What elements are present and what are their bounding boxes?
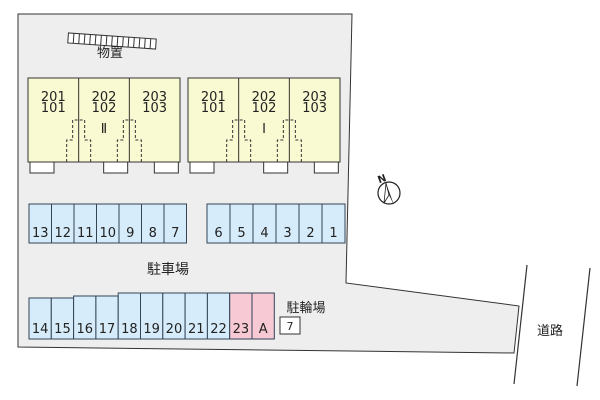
parking-label: 駐車場 [147, 261, 189, 278]
parking-space-number: 20 [166, 322, 183, 337]
parking-space-number: 23 [233, 322, 250, 337]
parking-space-number: 8 [149, 226, 157, 241]
parking-space-number: 7 [171, 226, 179, 241]
storage-shed [67, 32, 157, 50]
parking-space-number: 11 [77, 226, 94, 241]
building-name: Ⅰ [262, 122, 266, 137]
unit-number-lower: 101 [41, 101, 66, 116]
stair-outline [66, 119, 92, 162]
parking-space: 20 [162, 292, 186, 340]
unit-number-upper: 203 [302, 90, 327, 105]
road-edge-left [513, 264, 528, 385]
parking-space-number: 5 [237, 226, 245, 241]
parking-space: 1 [321, 203, 346, 244]
parking-space: 18 [117, 292, 141, 340]
north-arrow-icon: N [376, 173, 401, 205]
parking-space: 5 [229, 203, 254, 244]
parking-space: 8 [141, 203, 165, 244]
parking-space-number: 6 [214, 226, 222, 241]
parking-space: 14 [28, 297, 52, 340]
parking-space-number: 1 [329, 226, 337, 241]
parking-space-number: 14 [32, 322, 49, 337]
bicycle-parking-label: 駐輪場 [286, 300, 325, 316]
parking-space: 15 [50, 297, 75, 340]
unit-number-upper: 202 [252, 90, 277, 105]
stair-outline [116, 119, 142, 162]
parking-space-number: 12 [54, 226, 71, 241]
parking-space: 4 [252, 203, 277, 244]
storage-label: 物置 [97, 46, 123, 61]
parking-space-number: 2 [306, 226, 314, 241]
parking-space: 11 [73, 203, 97, 244]
parking-space: 17 [95, 295, 119, 340]
parking-space: 2 [298, 203, 323, 244]
unit-number-upper: 203 [142, 90, 167, 105]
parking-space-number: 3 [283, 226, 291, 241]
bicycle-parking-number: 7 [287, 320, 294, 333]
parking-space-number: 21 [188, 322, 205, 337]
parking-space: 13 [28, 203, 52, 244]
unit-number-upper: 202 [92, 90, 117, 105]
building-name: Ⅱ [101, 122, 107, 137]
ac-unit [103, 161, 129, 174]
parking-space: 7 [163, 203, 187, 244]
unit-number-lower: 102 [92, 101, 117, 116]
stair-outline [226, 119, 252, 162]
parking-space: 16 [73, 295, 97, 340]
parking-space: A [251, 292, 275, 340]
parking-space-number: 16 [76, 322, 93, 337]
ac-unit [263, 161, 289, 174]
parking-space-number: 22 [210, 322, 227, 337]
parking-space-number: 19 [143, 322, 160, 337]
parking-space: 21 [184, 292, 208, 340]
parking-space-number: A [259, 322, 268, 337]
parking-space: 23 [229, 292, 253, 340]
parking-space-number: 10 [99, 226, 116, 241]
parking-space: 3 [275, 203, 300, 244]
ac-unit [29, 161, 55, 174]
parking-space-number: 13 [32, 226, 49, 241]
parking-space: 19 [140, 292, 164, 340]
bicycle-parking-box [279, 316, 301, 335]
road-edge-right [576, 267, 591, 387]
ac-unit [189, 161, 215, 174]
north-label: N [376, 173, 388, 186]
parking-space-number: 15 [54, 322, 71, 337]
road-label: 道路 [537, 323, 563, 339]
unit-number-lower: 102 [252, 101, 277, 116]
parking-space: 6 [206, 203, 231, 244]
parking-space-number: 17 [99, 322, 116, 337]
unit-number-upper: 201 [41, 90, 66, 105]
unit-number-lower: 103 [302, 101, 327, 116]
parking-space: 9 [118, 203, 142, 244]
stair-outline [276, 119, 302, 162]
parking-space: 22 [206, 292, 231, 340]
parking-space: 12 [51, 203, 75, 244]
parking-space-number: 4 [260, 226, 268, 241]
ac-unit [313, 161, 339, 174]
ac-unit [153, 161, 179, 174]
unit-number-lower: 101 [201, 101, 226, 116]
parking-space: 10 [96, 203, 120, 244]
unit-number-upper: 201 [201, 90, 226, 105]
parking-space-number: 9 [126, 226, 134, 241]
unit-number-lower: 103 [142, 101, 167, 116]
parking-space-number: 18 [121, 322, 138, 337]
